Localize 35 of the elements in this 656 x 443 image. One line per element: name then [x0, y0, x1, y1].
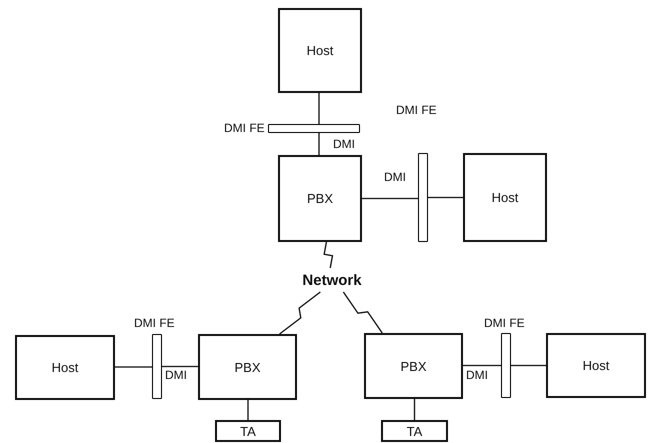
connector-line	[362, 198, 418, 200]
device-box: PBX	[364, 333, 463, 399]
device-box: Host	[463, 153, 547, 242]
device-box: Host	[278, 8, 362, 93]
interface-bar	[268, 124, 360, 133]
connector-line	[428, 196, 463, 198]
edge-label: DMI	[383, 170, 407, 184]
network-link	[342, 292, 383, 334]
interface-label: DMI FE	[224, 121, 265, 135]
connector-line	[318, 93, 320, 124]
edge-label: DMI	[332, 137, 356, 151]
device-box: Host	[15, 335, 115, 400]
edge-label: DMI	[465, 368, 489, 382]
connector-line	[247, 400, 249, 420]
connector-line	[463, 364, 501, 366]
connector-line	[162, 366, 198, 368]
network-label: Network	[286, 268, 378, 292]
device-box: TA	[215, 420, 281, 442]
network-link	[323, 242, 334, 268]
connector-line	[511, 364, 546, 366]
interface-label: DMI FE	[484, 316, 525, 330]
connector-line	[414, 399, 416, 420]
interface-label: DMI FE	[134, 316, 175, 330]
device-box: TA	[381, 420, 448, 442]
device-box: Host	[546, 333, 646, 398]
interface-bar	[418, 153, 428, 242]
edge-label: DMI	[164, 368, 188, 382]
interface-bar	[501, 333, 511, 398]
connector-line	[115, 366, 152, 368]
interface-bar	[152, 334, 162, 399]
device-box: PBX	[198, 334, 297, 400]
connector-line	[318, 133, 320, 155]
network-link	[279, 291, 321, 335]
interface-label: DMI FE	[396, 103, 437, 117]
device-box: PBX	[278, 155, 362, 242]
